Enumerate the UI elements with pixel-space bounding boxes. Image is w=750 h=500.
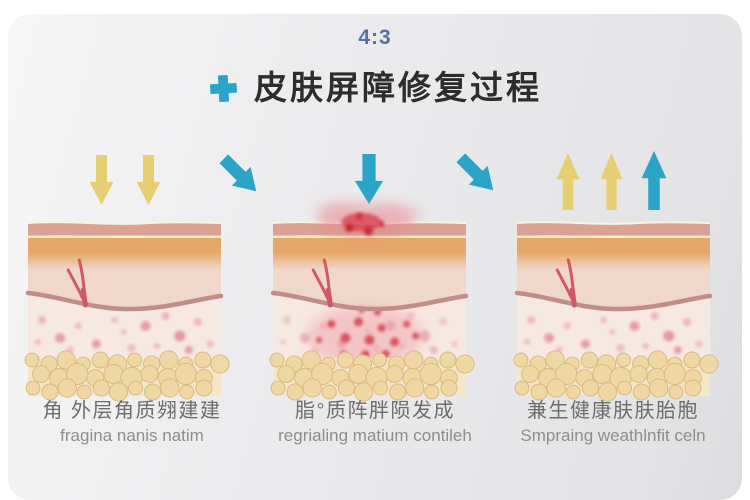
page-title: 皮肤屏障修复过程 [254, 69, 542, 106]
stage-1-caption: 角 外层角质翙建建 fragina nanis natim [2, 399, 262, 446]
yellow-down-arrow [135, 155, 162, 205]
title-row: 皮肤屏障修复过程 [0, 66, 750, 110]
skin-panel-stage-3 [513, 218, 719, 402]
medical-plus-icon [207, 72, 240, 105]
stage-1-caption-en: fragina nanis natim [60, 426, 204, 445]
skin-panel-stage-1 [24, 218, 230, 402]
yellow-up-arrow [599, 153, 624, 210]
teal-diagonal-down-right-arrow [450, 147, 504, 201]
stage-3-caption: 兼生健康肤肤胎胞 Smpraing weathlnfit celn [483, 399, 743, 446]
aspect-ratio-label: 4:3 [358, 26, 392, 49]
stage-2-caption-en: regrialing matium contileh [278, 426, 472, 445]
stage-1-caption-cn: 角 外层角质翙建建 [42, 400, 222, 422]
skin-panel-stage-2 [269, 202, 475, 402]
teal-diagonal-down-right-arrow [213, 148, 267, 202]
yellow-up-arrow [555, 153, 581, 210]
yellow-down-arrow [88, 155, 115, 205]
teal-up-arrow [640, 151, 668, 210]
stage-3-caption-en: Smpraing weathlnfit celn [520, 426, 706, 445]
stage-3-caption-cn: 兼生健康肤肤胎胞 [527, 400, 699, 422]
stage-2-caption-cn: 脂°质阵胖陨发成 [295, 400, 455, 422]
stage-2-caption: 脂°质阵胖陨发成 regrialing matium contileh [245, 399, 505, 446]
teal-down-arrow [353, 154, 385, 204]
